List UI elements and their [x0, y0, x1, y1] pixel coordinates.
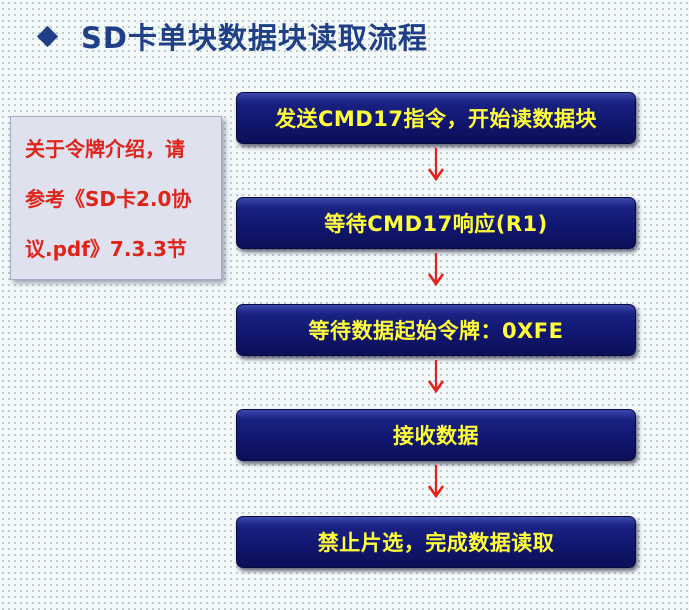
note-line: 关于令牌介绍，请 — [25, 137, 185, 161]
flow-step-receive-data: 接收数据 — [236, 409, 636, 461]
flow-step-wait-token: 等待数据起始令牌：0XFE — [236, 304, 636, 356]
slide-title: SD卡单块数据块读取流程 — [36, 14, 428, 58]
down-arrow-icon — [427, 465, 445, 499]
diamond-bullet-icon — [36, 25, 59, 47]
down-arrow-icon — [427, 148, 445, 182]
flow-step-wait-response: 等待CMD17响应(R1) — [236, 197, 636, 249]
token-reference-note: 关于令牌介绍，请 参考《SD卡2.0协 议.pdf》7.3.3节 — [10, 116, 222, 280]
note-line: 参考《SD卡2.0协 — [25, 187, 192, 211]
down-arrow-icon — [427, 253, 445, 287]
note-line: 议.pdf》7.3.3节 — [25, 237, 187, 261]
down-arrow-icon — [427, 360, 445, 394]
flow-step-finish-read: 禁止片选，完成数据读取 — [236, 516, 636, 568]
flow-step-send-cmd17: 发送CMD17指令，开始读数据块 — [236, 92, 636, 144]
slide-title-text: SD卡单块数据块读取流程 — [81, 21, 428, 55]
